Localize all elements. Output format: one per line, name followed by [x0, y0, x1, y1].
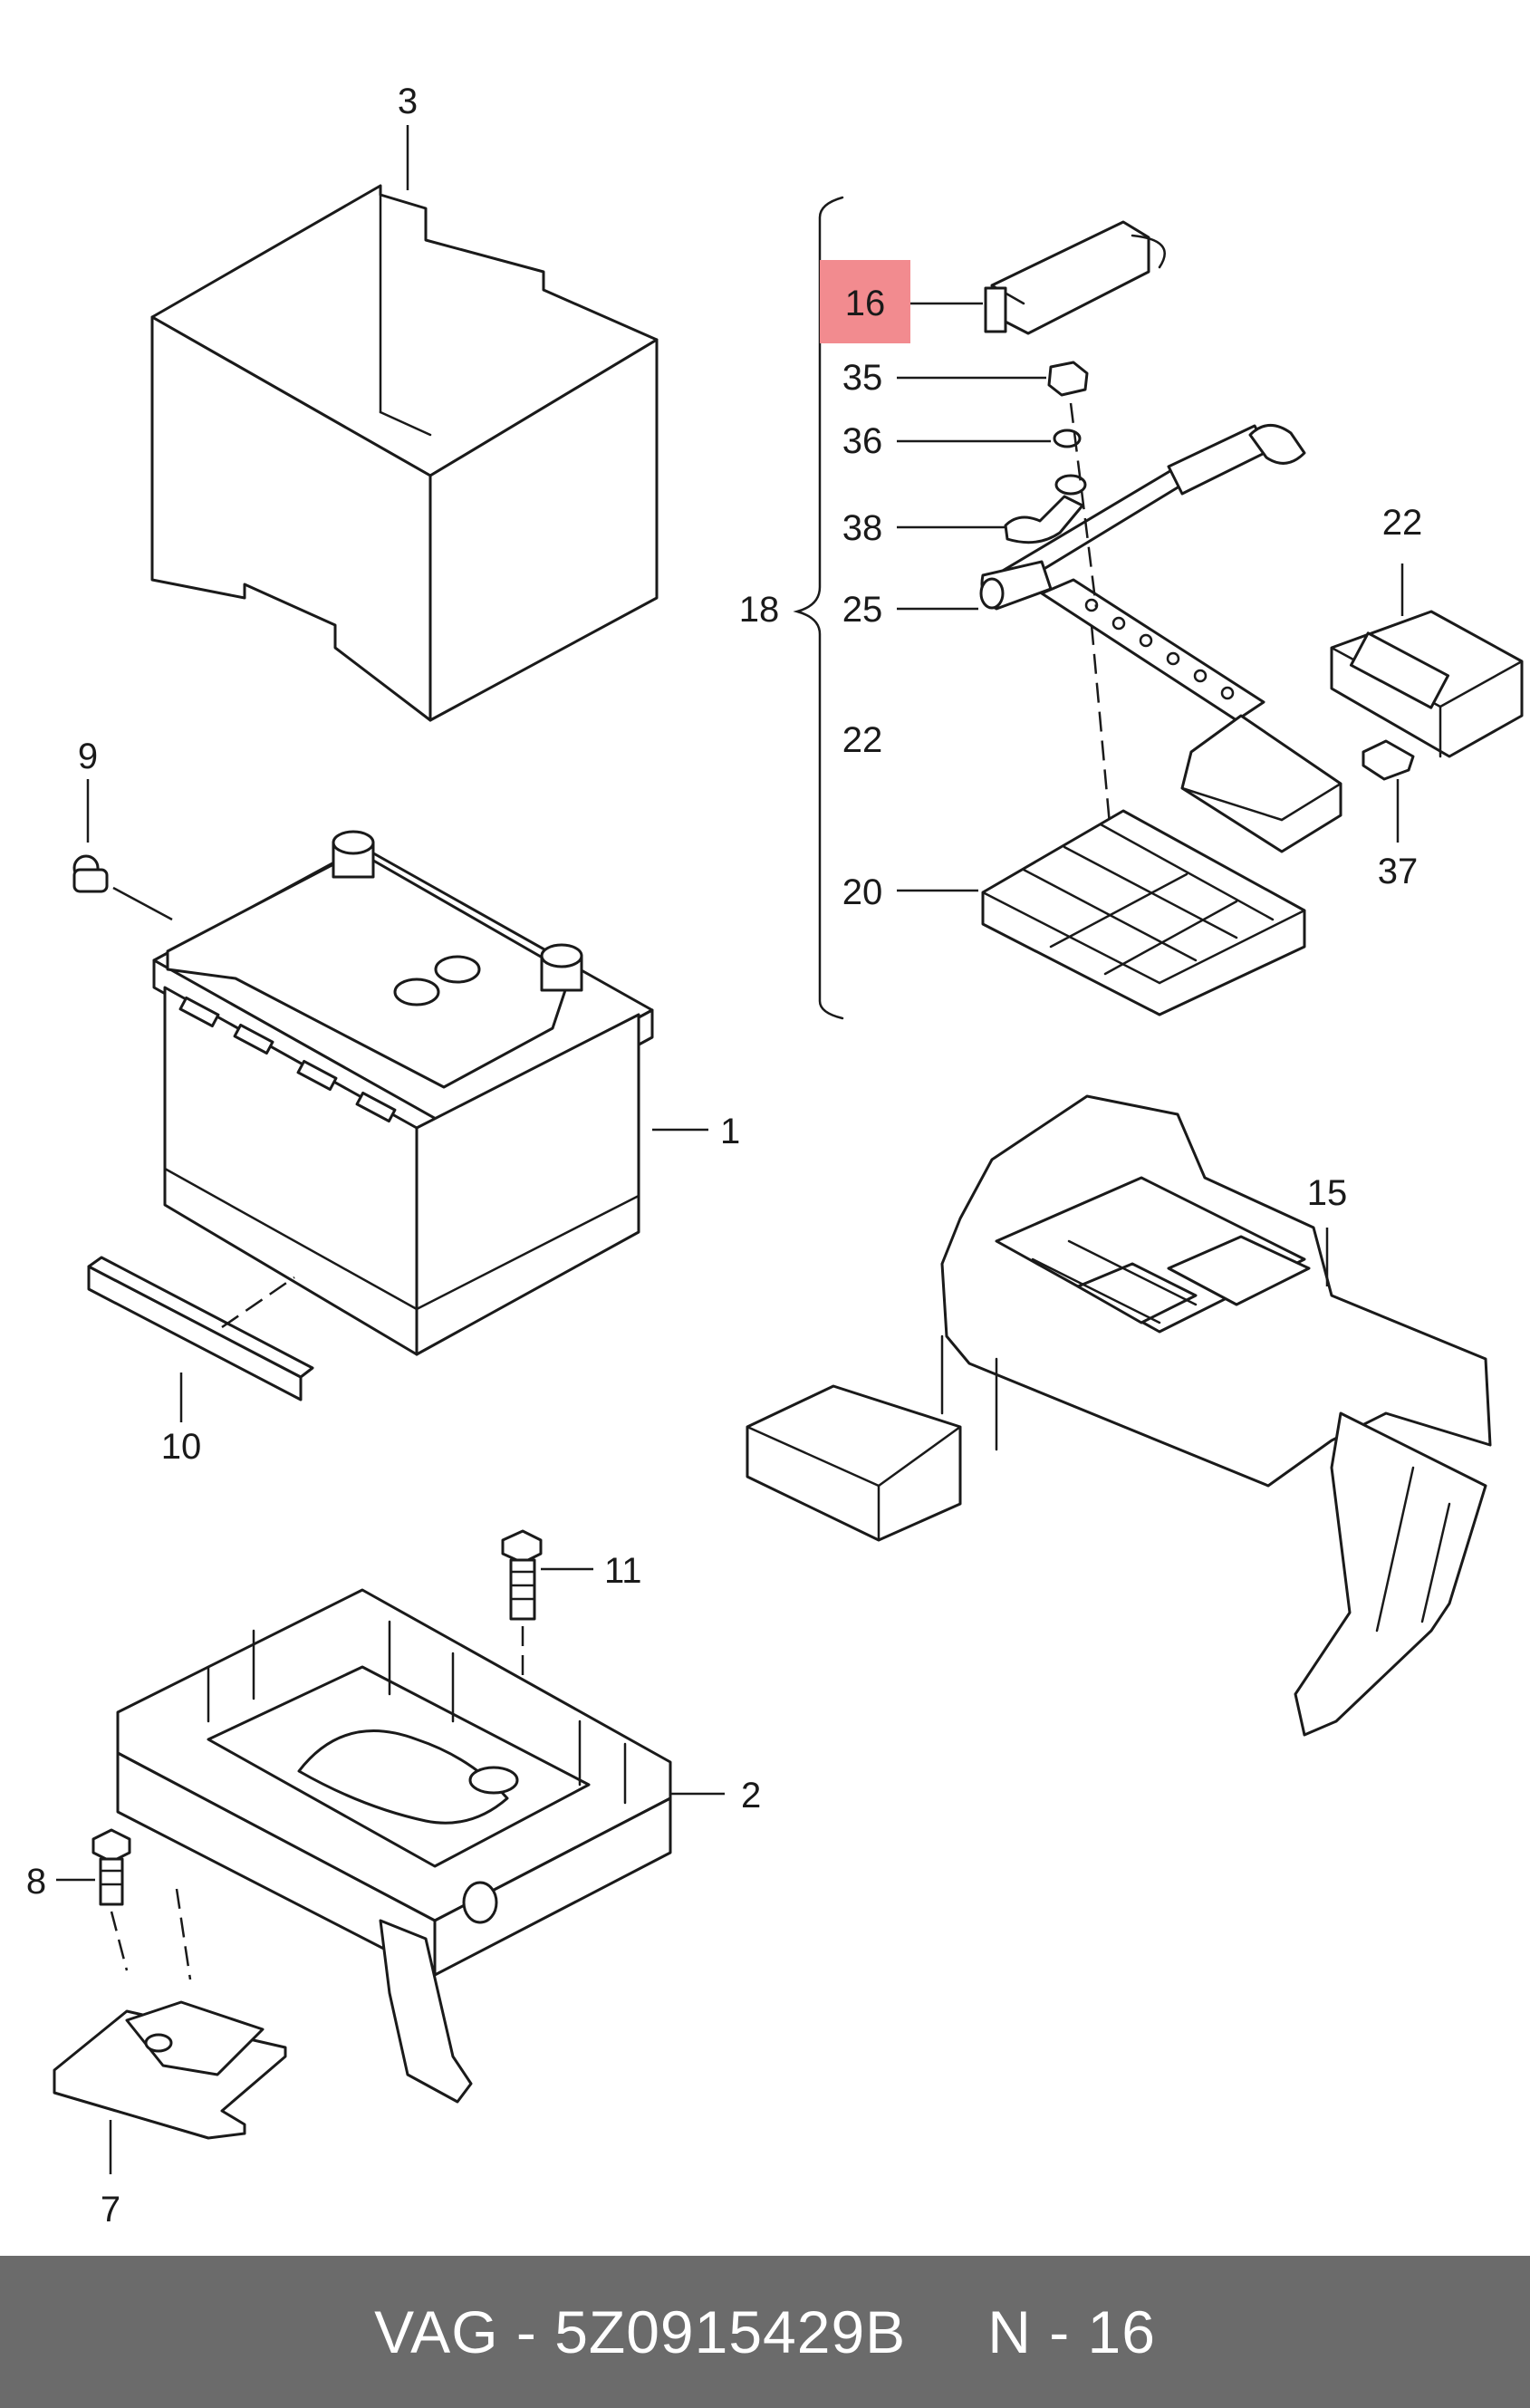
callout-20: 20: [842, 872, 883, 912]
callout-38: 38: [842, 508, 883, 548]
callout-10: 10: [161, 1427, 202, 1467]
part-36-washer: [1053, 429, 1082, 448]
part-10-hold-down-strip: [87, 1256, 314, 1401]
callout-25: 25: [842, 590, 883, 630]
callout-2: 2: [741, 1776, 761, 1816]
part-number-footer: VAG - 5Z0915429B N - 16: [0, 2256, 1530, 2408]
callout-36: 36: [842, 421, 883, 461]
callout-22-right: 22: [1382, 503, 1423, 543]
callout-11: 11: [604, 1551, 642, 1591]
part-7-clamp-plate: [53, 2000, 287, 2140]
callout-37: 37: [1378, 852, 1419, 891]
group-18-terminal-assembly: [793, 196, 1342, 1020]
part-8-bolt: [91, 1828, 192, 1980]
part-15-battery-carrier: [746, 1094, 1492, 1737]
exploded-parts-diagram: 3 9 1 10 16 35 36 38 18 25 22 20 22 37 1…: [26, 82, 1524, 2230]
callout-35: 35: [842, 358, 883, 398]
part-22-relay-housing: [1330, 610, 1524, 758]
callout-18: 18: [739, 590, 780, 630]
callout-16-highlight: [820, 260, 910, 343]
callout-3: 3: [398, 82, 418, 121]
callout-7: 7: [101, 2190, 120, 2230]
part-1-battery: [152, 830, 654, 1356]
part-3-battery-insulation-box: [150, 184, 659, 722]
part-37-fuse: [1362, 739, 1415, 781]
leader-lines: [56, 125, 1404, 2174]
part-22-bus-strip: [1040, 578, 1342, 853]
footer-position-reference: N - 16: [987, 2298, 1156, 2365]
part-35-nut: [1047, 361, 1089, 397]
callout-9: 9: [78, 737, 98, 776]
part-16-cover: [984, 220, 1166, 335]
part-20-fuse-holder: [981, 809, 1306, 1016]
callout-1: 1: [720, 1112, 740, 1151]
callout-8: 8: [26, 1862, 46, 1902]
callout-22-left: 22: [842, 720, 883, 760]
callout-16: 16: [845, 284, 886, 323]
part-2-battery-tray: [116, 1588, 672, 2104]
callout-15: 15: [1307, 1173, 1348, 1213]
part-9-clip: [72, 854, 109, 893]
callout-labels: 3 9 1 10 16 35 36 38 18 25 22 20 22 37 1…: [26, 82, 1422, 2230]
footer-part-reference: VAG - 5Z0915429B: [374, 2298, 907, 2365]
